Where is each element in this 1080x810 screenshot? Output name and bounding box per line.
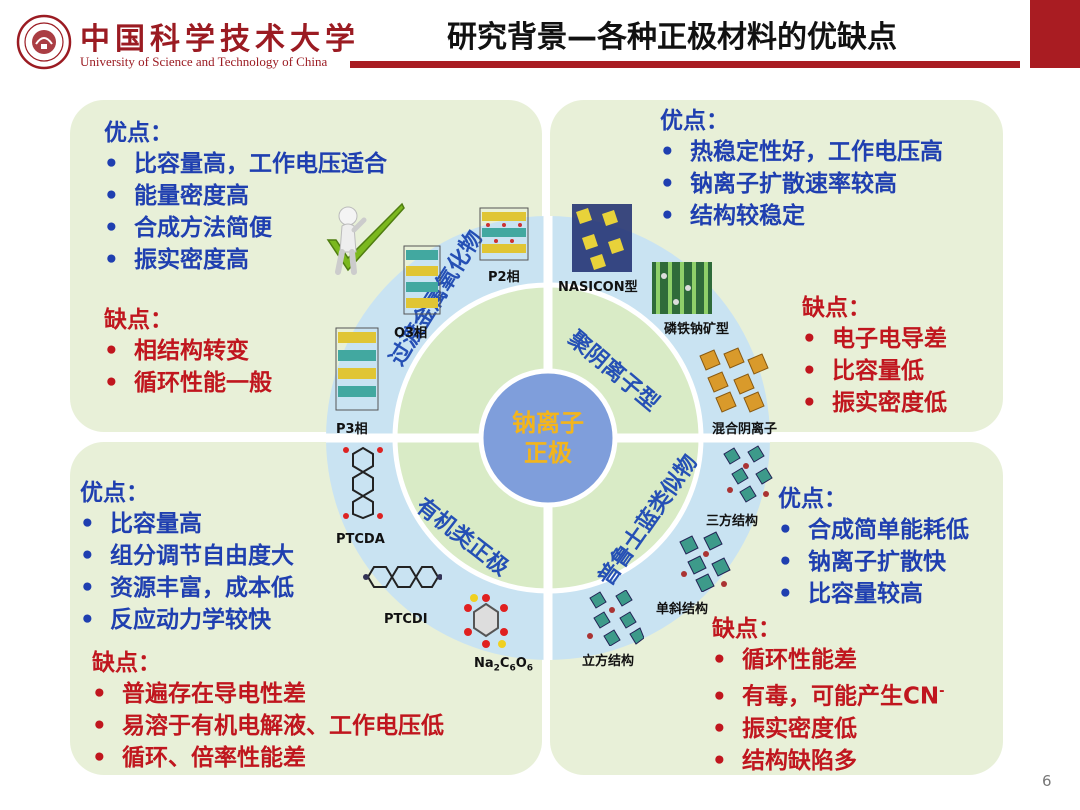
university-name-en: University of Science and Technology of … bbox=[80, 54, 328, 69]
list-item: •比容量低 bbox=[802, 358, 924, 384]
list-item: •比容量较高 bbox=[778, 581, 923, 607]
list-item: •钠离子扩散速率较高 bbox=[660, 171, 897, 197]
trigonal-structure-icon bbox=[723, 445, 773, 503]
p3-label: P3相 bbox=[336, 422, 368, 437]
cubic-label: 立方结构 bbox=[582, 654, 635, 669]
maricite-label: 磷铁钠矿型 bbox=[664, 322, 730, 337]
slide-title: 研究背景—各种正极材料的优缺点 bbox=[447, 20, 897, 55]
bl-pros-title: 优点： bbox=[80, 480, 149, 506]
tr-pros-title: 优点： bbox=[660, 108, 729, 134]
nasicon-label: NASICON型 bbox=[558, 280, 638, 295]
tl-pros: 优点： •比容量高，工作电压适合 •能量密度高 •合成方法简便 •振实密度高 bbox=[104, 118, 387, 276]
tl-cons-title: 缺点： bbox=[104, 307, 173, 333]
br-pros: 优点： •合成简单能耗低 •钠离子扩散快 •比容量较高 bbox=[778, 484, 969, 610]
tr-cons: 缺点： •电子电导差 •比容量低 •振实密度低 bbox=[802, 293, 947, 419]
list-item: •结构缺陷多 bbox=[712, 747, 857, 774]
thumbs-up-figure-icon bbox=[326, 202, 405, 275]
bl-cons-title: 缺点： bbox=[92, 650, 161, 676]
list-item: •有毒，可能产生CN- bbox=[712, 683, 945, 710]
header-underline bbox=[350, 61, 1020, 68]
list-item: •热稳定性好，工作电压高 bbox=[660, 139, 943, 165]
list-item: •比容量高 bbox=[80, 511, 202, 537]
o3-structure-icon bbox=[403, 245, 441, 315]
list-item: •资源丰富，成本低 bbox=[80, 575, 294, 601]
list-item: •相结构转变 bbox=[104, 338, 249, 364]
na2c6o6-label: Na2C6O6 bbox=[474, 656, 534, 674]
list-item: •循环性能一般 bbox=[104, 370, 272, 396]
p2-label: P2相 bbox=[488, 270, 520, 285]
mixed-anion-structure-icon bbox=[699, 347, 769, 413]
p2-structure-icon bbox=[479, 207, 529, 261]
ptcdi-molecule-icon bbox=[363, 566, 442, 588]
list-item: •反应动力学较快 bbox=[80, 607, 271, 633]
list-item: •循环、倍率性能差 bbox=[92, 745, 306, 771]
university-name-cn: 中国科学技术大学 bbox=[80, 22, 360, 57]
bl-pros: 优点： •比容量高 •组分调节自由度大 •资源丰富，成本低 •反应动力学较快 bbox=[80, 478, 294, 636]
monoclinic-structure-icon bbox=[679, 531, 731, 592]
list-item: •合成简单能耗低 bbox=[778, 517, 969, 543]
list-item: •循环性能差 bbox=[712, 647, 857, 673]
list-item: •能量密度高 bbox=[104, 183, 249, 209]
o3-label: O3相 bbox=[394, 326, 428, 341]
mixed-anion-label: 混合阴离子 bbox=[712, 422, 778, 437]
tl-cons: 缺点： •相结构转变 •循环性能一般 bbox=[104, 305, 272, 399]
nasicon-structure-icon bbox=[572, 204, 632, 272]
list-item: •振实密度低 bbox=[712, 715, 857, 742]
ptcda-label: PTCDA bbox=[336, 532, 385, 547]
tr-cons-title: 缺点： bbox=[802, 295, 871, 321]
maricite-structure-icon bbox=[652, 262, 712, 314]
list-item: •比容量高，工作电压适合 bbox=[104, 151, 387, 177]
br-cons-title: 缺点： bbox=[712, 616, 781, 642]
list-item: •振实密度高 bbox=[104, 247, 249, 273]
p3-structure-icon bbox=[335, 327, 379, 411]
cubic-structure-icon bbox=[587, 590, 644, 646]
university-seal-icon bbox=[16, 14, 72, 70]
tr-pros: 优点： •热稳定性好，工作电压高 •钠离子扩散速率较高 •结构较稳定 bbox=[660, 106, 943, 232]
list-item: •结构较稳定 bbox=[660, 203, 805, 229]
list-item: •振实密度低 bbox=[802, 390, 947, 416]
trigonal-label: 三方结构 bbox=[706, 514, 759, 529]
list-item: •易溶于有机电解液、工作电压低 bbox=[92, 713, 444, 739]
slide-header: 中国科学技术大学 University of Science and Techn… bbox=[0, 0, 1080, 75]
ptcdi-label: PTCDI bbox=[384, 612, 428, 627]
center-label: 钠离子 正极 bbox=[512, 409, 584, 467]
ptcda-molecule-icon bbox=[343, 446, 383, 520]
na2c6o6-molecule-icon bbox=[464, 594, 508, 648]
list-item: •组分调节自由度大 bbox=[80, 543, 294, 569]
br-pros-title: 优点： bbox=[778, 486, 847, 512]
list-item: •钠离子扩散快 bbox=[778, 549, 946, 575]
list-item: •普遍存在导电性差 bbox=[92, 681, 306, 707]
monoclinic-label: 单斜结构 bbox=[656, 602, 709, 617]
bl-cons: 缺点： •普遍存在导电性差 •易溶于有机电解液、工作电压低 •循环、倍率性能差 bbox=[92, 648, 444, 774]
page-number: 6 bbox=[1042, 772, 1052, 790]
tl-pros-title: 优点： bbox=[104, 120, 173, 146]
br-cons: 缺点： •循环性能差 •有毒，可能产生CN- •振实密度低 •结构缺陷多 bbox=[712, 614, 945, 777]
header-corner-block bbox=[1030, 0, 1080, 68]
list-item: •电子电导差 bbox=[802, 326, 947, 352]
list-item: •合成方法简便 bbox=[104, 215, 272, 241]
